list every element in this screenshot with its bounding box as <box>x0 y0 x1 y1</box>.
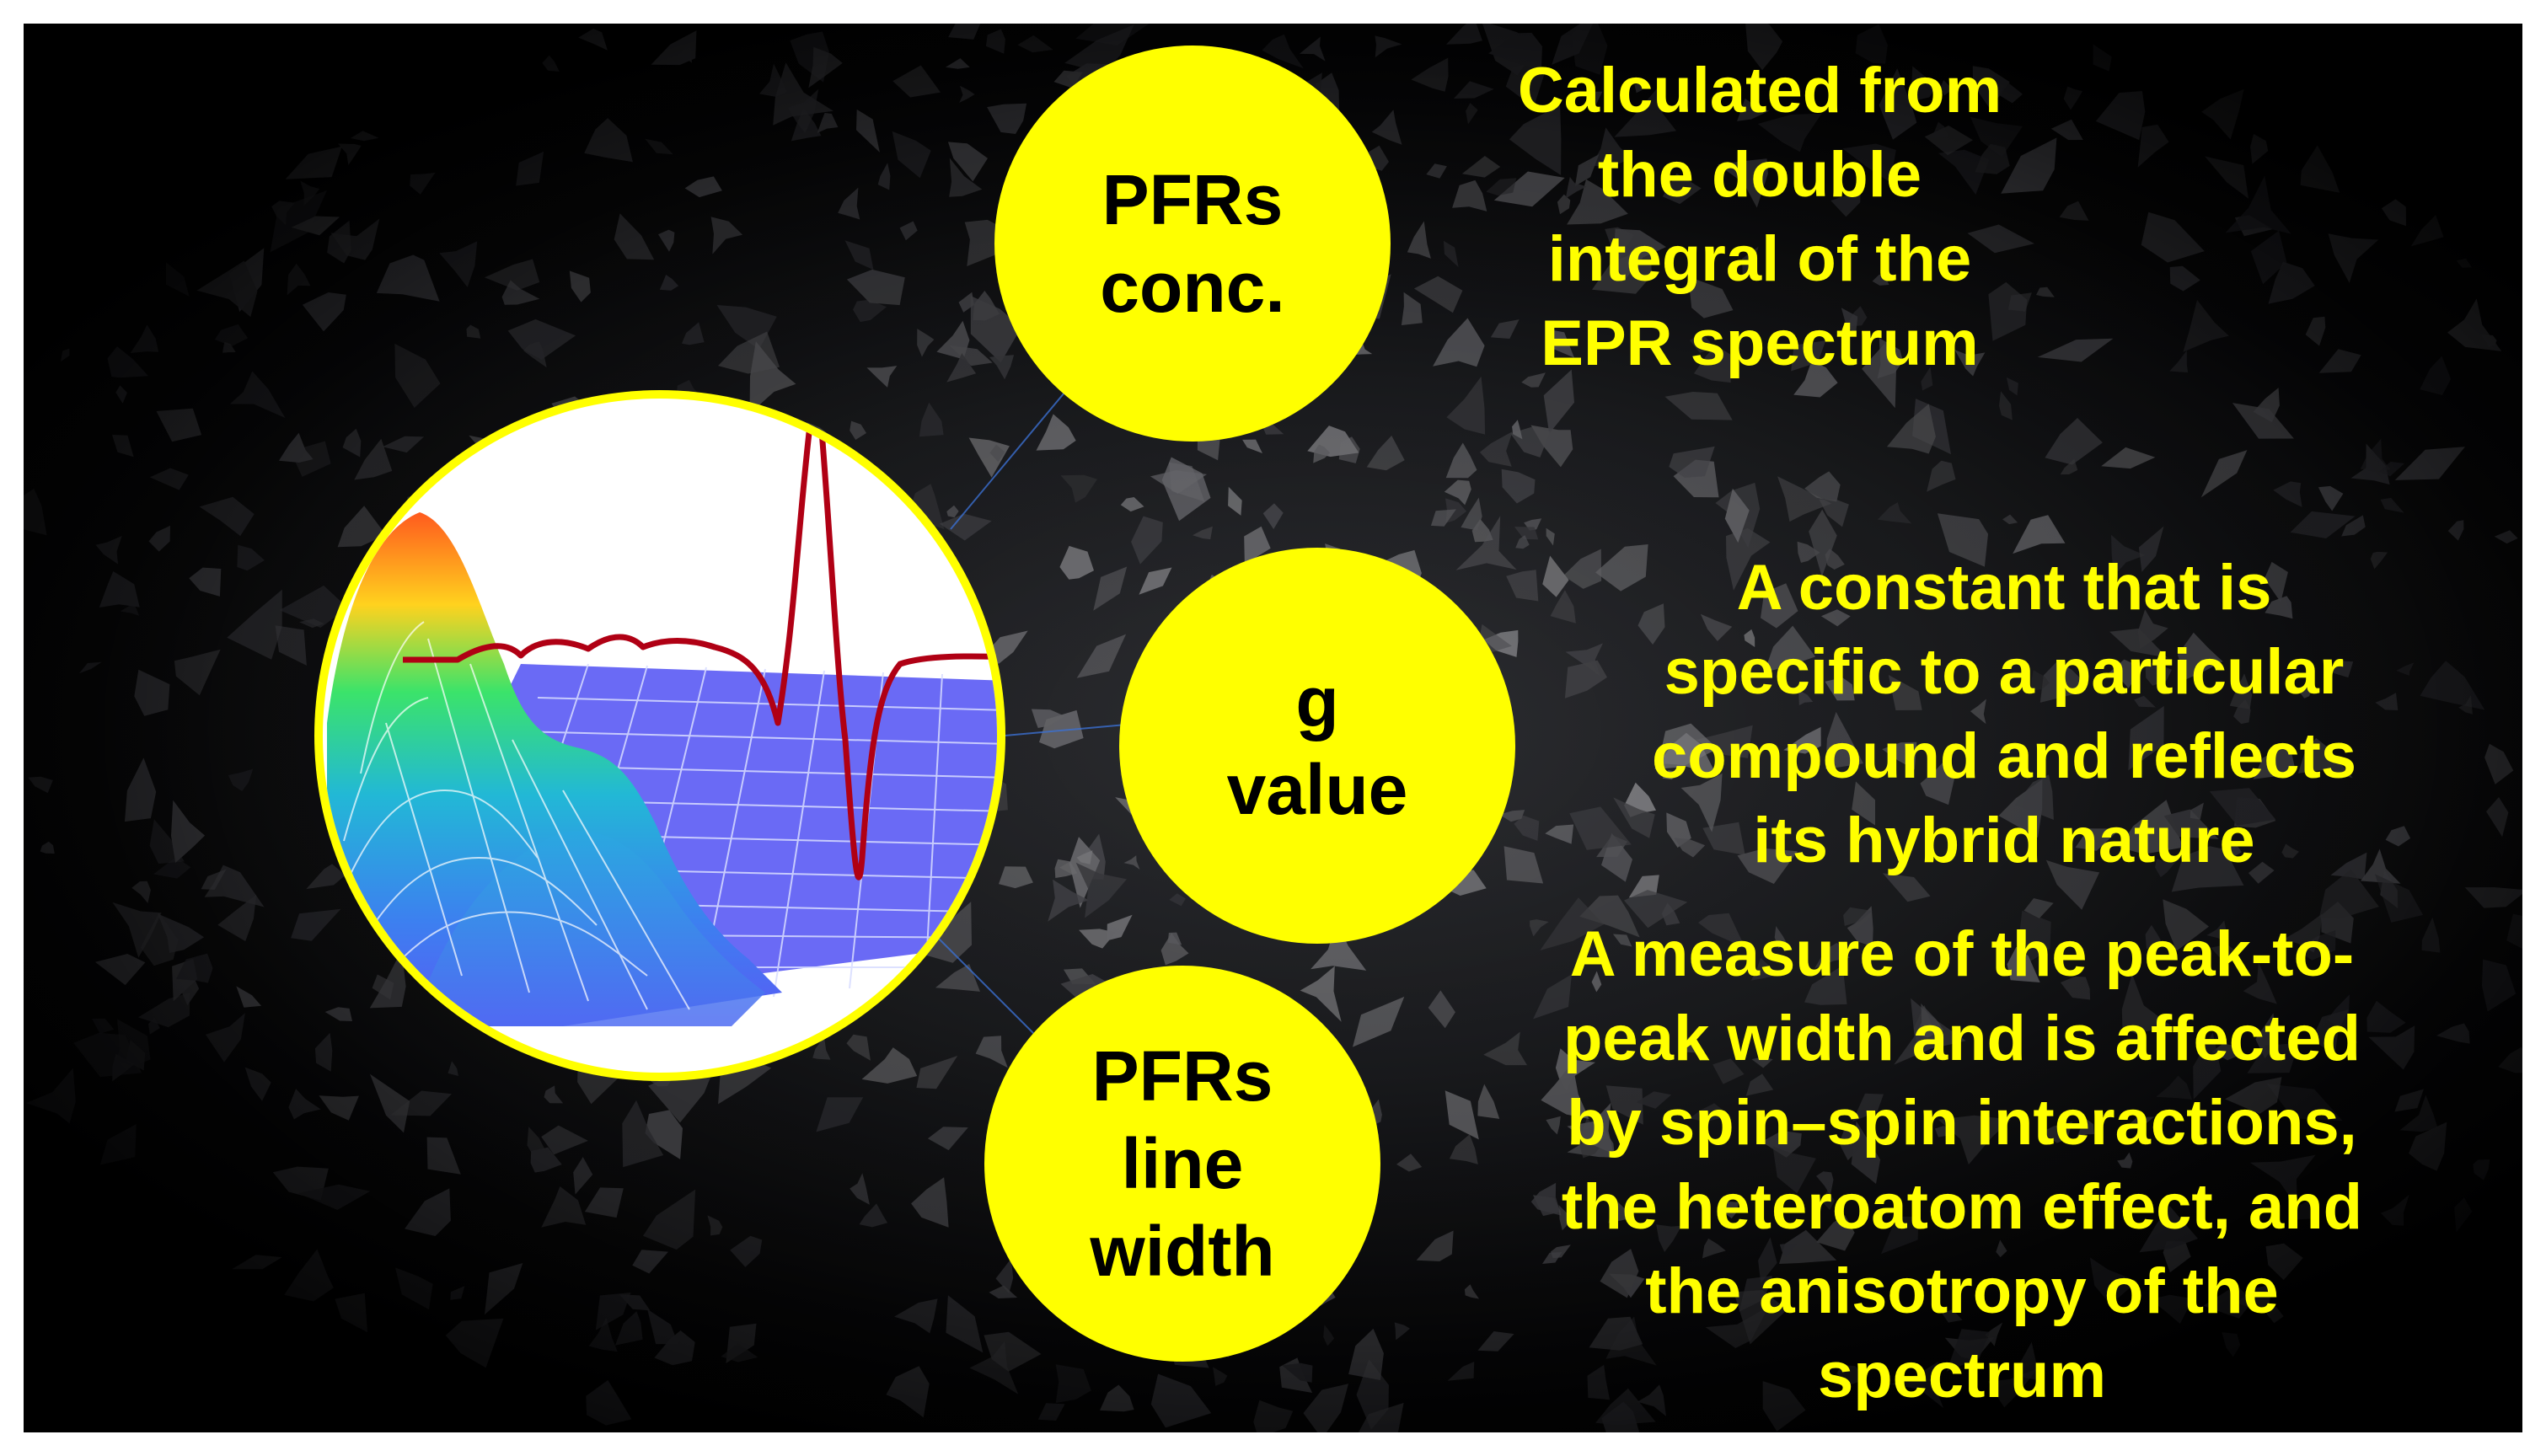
pfrs-line-width-description: A measure of the peak-to- peak width and… <box>1561 918 2363 1411</box>
g-value-label: g value <box>1226 662 1408 829</box>
epr-spectrum-line <box>403 408 997 881</box>
pfrs-conc-description: Calculated from the double integral of t… <box>1517 55 2002 379</box>
mound-surface <box>411 831 765 1026</box>
g-value-circle: g value <box>1119 548 1515 944</box>
epr-spectrum-illustration <box>314 390 1005 1081</box>
pfrs-conc-label: PFRs conc. <box>1100 160 1285 327</box>
g-value-description: A constant that is specific to a particu… <box>1651 552 2357 876</box>
pfrs-line-width-circle: PFRs line width <box>984 966 1380 1362</box>
pfrs-line-width-label: PFRs line width <box>1090 1036 1275 1291</box>
figure-panel: PFRs conc. g value PFRs line width Calcu… <box>24 24 2522 1432</box>
pfrs-conc-circle: PFRs conc. <box>994 46 1391 442</box>
surface-mesh <box>335 621 690 1010</box>
